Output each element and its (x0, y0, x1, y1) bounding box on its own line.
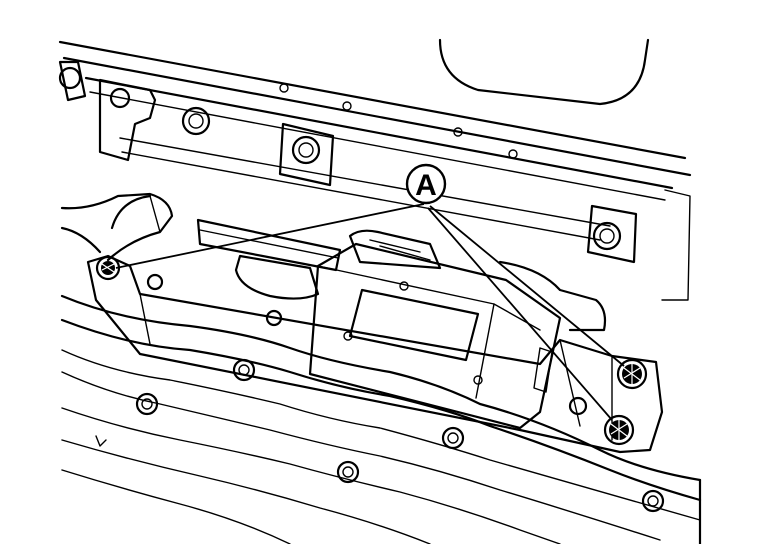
housing-hole-3-inner (447, 432, 459, 444)
hole-5 (592, 221, 622, 251)
nut-right-lower (603, 414, 635, 446)
lower-housing (60, 294, 702, 544)
mounting-bracket (86, 254, 664, 454)
housing-hole-5-inner (647, 495, 659, 507)
panel-holes (58, 66, 622, 251)
callout-leaders (115, 203, 625, 421)
hole-7 (508, 149, 518, 159)
housing-hole-2 (135, 392, 159, 416)
bracket-hole-3 (568, 396, 588, 416)
upper-panel (58, 38, 692, 301)
hole-4 (291, 135, 321, 165)
unit-screw-2 (343, 331, 353, 341)
hole-1 (58, 66, 82, 90)
unit-screw-3 (473, 375, 483, 385)
hole-4-inner (298, 142, 314, 158)
nut-right-upper (616, 358, 648, 390)
bracket-hole-1 (146, 273, 164, 291)
housing-hole-2-inner (141, 398, 153, 410)
mounting-nuts (95, 255, 648, 446)
housing-hole-1 (232, 358, 256, 382)
leader-to-nut-left (115, 203, 425, 269)
callout-a-label: A (415, 169, 437, 202)
callout-a: A (405, 163, 447, 205)
housing-hole-5 (641, 489, 665, 513)
bracket-hole-2 (265, 309, 283, 327)
hole-3 (181, 106, 211, 136)
housing-hole-1-inner (238, 364, 250, 376)
housing-hole-4-inner (342, 466, 354, 478)
hole-8 (279, 83, 289, 93)
housing-hole-4 (336, 460, 360, 484)
hole-9 (453, 127, 463, 137)
hole-3-inner (188, 113, 204, 129)
hole-2 (109, 87, 131, 109)
leader-to-nut-right-upper (429, 205, 625, 367)
control-unit (308, 242, 562, 430)
leader-to-nut-right-lower (427, 207, 613, 421)
wire-harness (60, 192, 607, 332)
hole-5-inner (599, 228, 615, 244)
housing-hole-3 (441, 426, 465, 450)
hole-6 (342, 101, 352, 111)
unit-screw-1 (399, 281, 409, 291)
